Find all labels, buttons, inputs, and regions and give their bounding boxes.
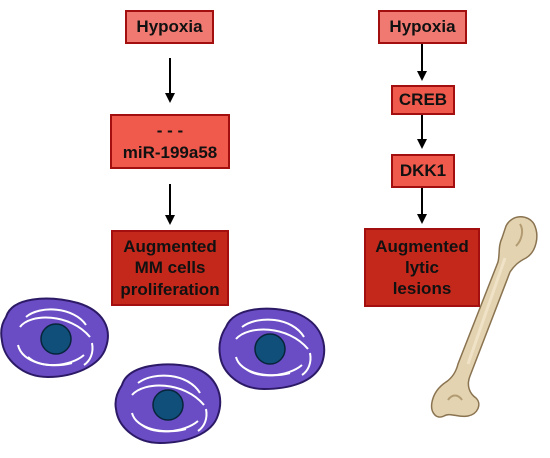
dkk1-box: DKK1 bbox=[391, 154, 455, 188]
myeloma-cell-icon bbox=[218, 307, 326, 391]
mir-label: miR-199a58 bbox=[122, 142, 218, 162]
mir-dash-line: - - - bbox=[156, 121, 184, 141]
myeloma-cell-icon bbox=[114, 363, 222, 445]
mm-proliferation-line-3: proliferation bbox=[120, 279, 220, 299]
lytic-lesions-line-1: Augmented bbox=[375, 236, 469, 256]
mir-199a58-box: - - - miR-199a58 bbox=[110, 114, 230, 169]
creb-box: CREB bbox=[391, 85, 455, 115]
right-hypoxia-box: Hypoxia bbox=[378, 10, 467, 44]
lytic-lesions-box: Augmented lytic lesions bbox=[364, 228, 480, 307]
left-hypoxia-label: Hypoxia bbox=[136, 17, 203, 37]
lytic-lesions-line-3: lesions bbox=[392, 279, 452, 299]
mm-proliferation-box: Augmented MM cells proliferation bbox=[111, 230, 229, 306]
lytic-lesions-line-2: lytic bbox=[404, 257, 440, 277]
left-hypoxia-box: Hypoxia bbox=[125, 10, 214, 44]
creb-label: CREB bbox=[398, 90, 448, 110]
mm-proliferation-line-2: MM cells bbox=[134, 258, 206, 278]
right-hypoxia-label: Hypoxia bbox=[389, 17, 456, 37]
dkk1-label: DKK1 bbox=[399, 161, 447, 181]
mm-proliferation-line-1: Augmented bbox=[123, 237, 217, 257]
myeloma-cell-icon bbox=[0, 297, 109, 379]
femur-bone-icon bbox=[430, 216, 538, 418]
